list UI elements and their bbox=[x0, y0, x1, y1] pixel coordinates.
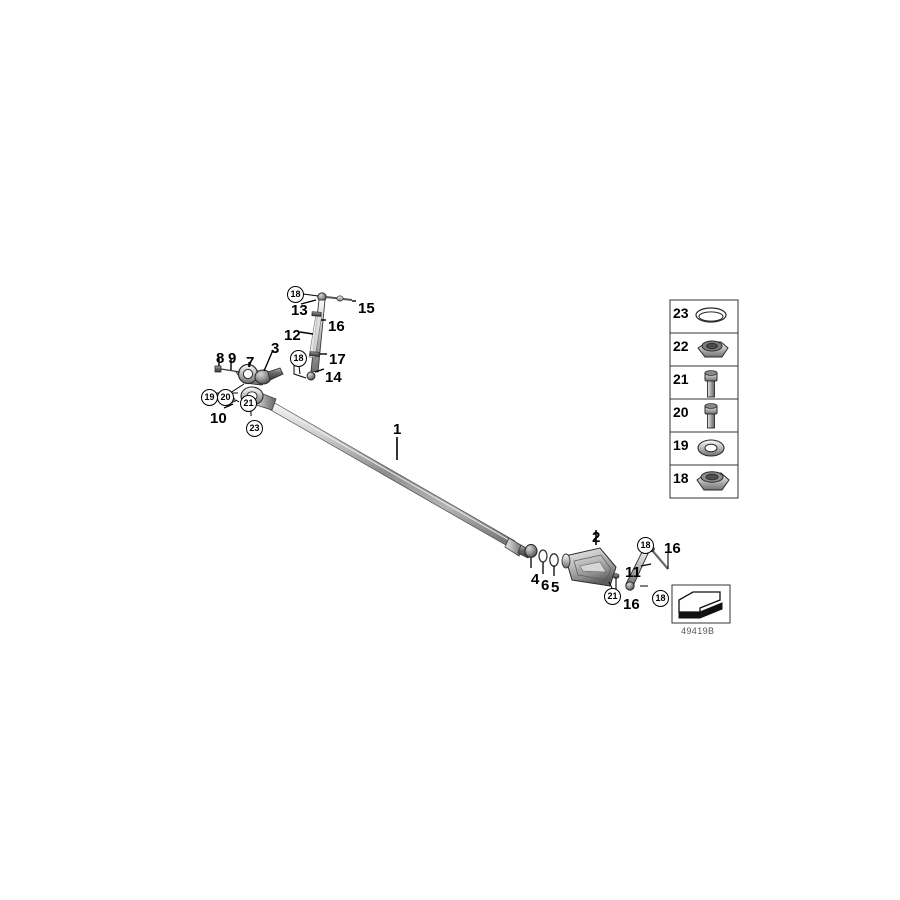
callout-19-circled[interactable]: 19 bbox=[201, 389, 218, 406]
callout-5[interactable]: 5 bbox=[551, 579, 560, 596]
callout-6[interactable]: 6 bbox=[541, 577, 550, 594]
callout-21-circled[interactable]: 21 bbox=[240, 395, 257, 412]
callout-14[interactable]: 14 bbox=[325, 369, 342, 386]
callout-18-circled[interactable]: 18 bbox=[637, 537, 654, 554]
callout-9[interactable]: 9 bbox=[228, 350, 237, 367]
part-14-lower-pivot bbox=[306, 371, 316, 381]
callout-20-circled[interactable]: 20 bbox=[217, 389, 234, 406]
legend-icon-socket-bolt-21 bbox=[704, 370, 718, 398]
legend-number-19[interactable]: 19 bbox=[673, 437, 689, 453]
callout-2[interactable]: 2 bbox=[592, 529, 601, 546]
callout-16[interactable]: 16 bbox=[328, 318, 345, 335]
legend-icon-hex-nut-18 bbox=[696, 471, 730, 491]
part-6-washer bbox=[538, 549, 548, 563]
callout-3[interactable]: 3 bbox=[271, 340, 280, 357]
legend-number-23[interactable]: 23 bbox=[673, 305, 689, 321]
callout-23-circled[interactable]: 23 bbox=[246, 420, 263, 437]
callout-16[interactable]: 16 bbox=[623, 596, 640, 613]
callout-18-circled[interactable]: 18 bbox=[290, 350, 307, 367]
part-16-lock-nut bbox=[311, 311, 322, 317]
legend-icon-socket-bolt-20 bbox=[704, 403, 718, 429]
diagram-id-text: 49419B bbox=[681, 626, 715, 636]
part-5-washer bbox=[549, 553, 559, 567]
legend-icon-hex-nut-22 bbox=[697, 340, 729, 358]
legend-number-21[interactable]: 21 bbox=[673, 371, 689, 387]
upper-rod-assembly bbox=[293, 292, 356, 381]
legend-icon-washer-19 bbox=[697, 439, 725, 457]
legend-icon-o-ring bbox=[695, 307, 727, 323]
callout-13[interactable]: 13 bbox=[291, 302, 308, 319]
part-11-link bbox=[612, 543, 669, 591]
part-4-ball-end bbox=[524, 544, 538, 558]
callout-21-circled[interactable]: 21 bbox=[604, 588, 621, 605]
part-15-pin bbox=[336, 295, 344, 302]
callout-10[interactable]: 10 bbox=[210, 410, 227, 427]
vehicle-orientation-icon bbox=[671, 584, 731, 624]
legend-number-18[interactable]: 18 bbox=[673, 470, 689, 486]
legend-panel bbox=[669, 299, 739, 499]
callout-18-circled[interactable]: 18 bbox=[652, 590, 669, 607]
callout-8[interactable]: 8 bbox=[216, 350, 225, 367]
legend-number-22[interactable]: 22 bbox=[673, 338, 689, 354]
callout-17[interactable]: 17 bbox=[329, 351, 346, 368]
callout-18-circled[interactable]: 18 bbox=[287, 286, 304, 303]
callout-15[interactable]: 15 bbox=[358, 300, 375, 317]
callout-7[interactable]: 7 bbox=[246, 354, 255, 371]
callout-1[interactable]: 1 bbox=[393, 421, 402, 438]
part-1-tie-rod-shaft bbox=[245, 389, 532, 559]
part-2-bracket bbox=[561, 530, 617, 589]
callout-11[interactable]: 11 bbox=[625, 564, 641, 581]
right-washer-stack bbox=[524, 544, 559, 576]
callout-16[interactable]: 16 bbox=[664, 540, 681, 557]
legend-number-20[interactable]: 20 bbox=[673, 404, 689, 420]
callout-12[interactable]: 12 bbox=[284, 327, 301, 344]
part-17-nut bbox=[309, 351, 320, 357]
callout-4[interactable]: 4 bbox=[531, 571, 540, 588]
